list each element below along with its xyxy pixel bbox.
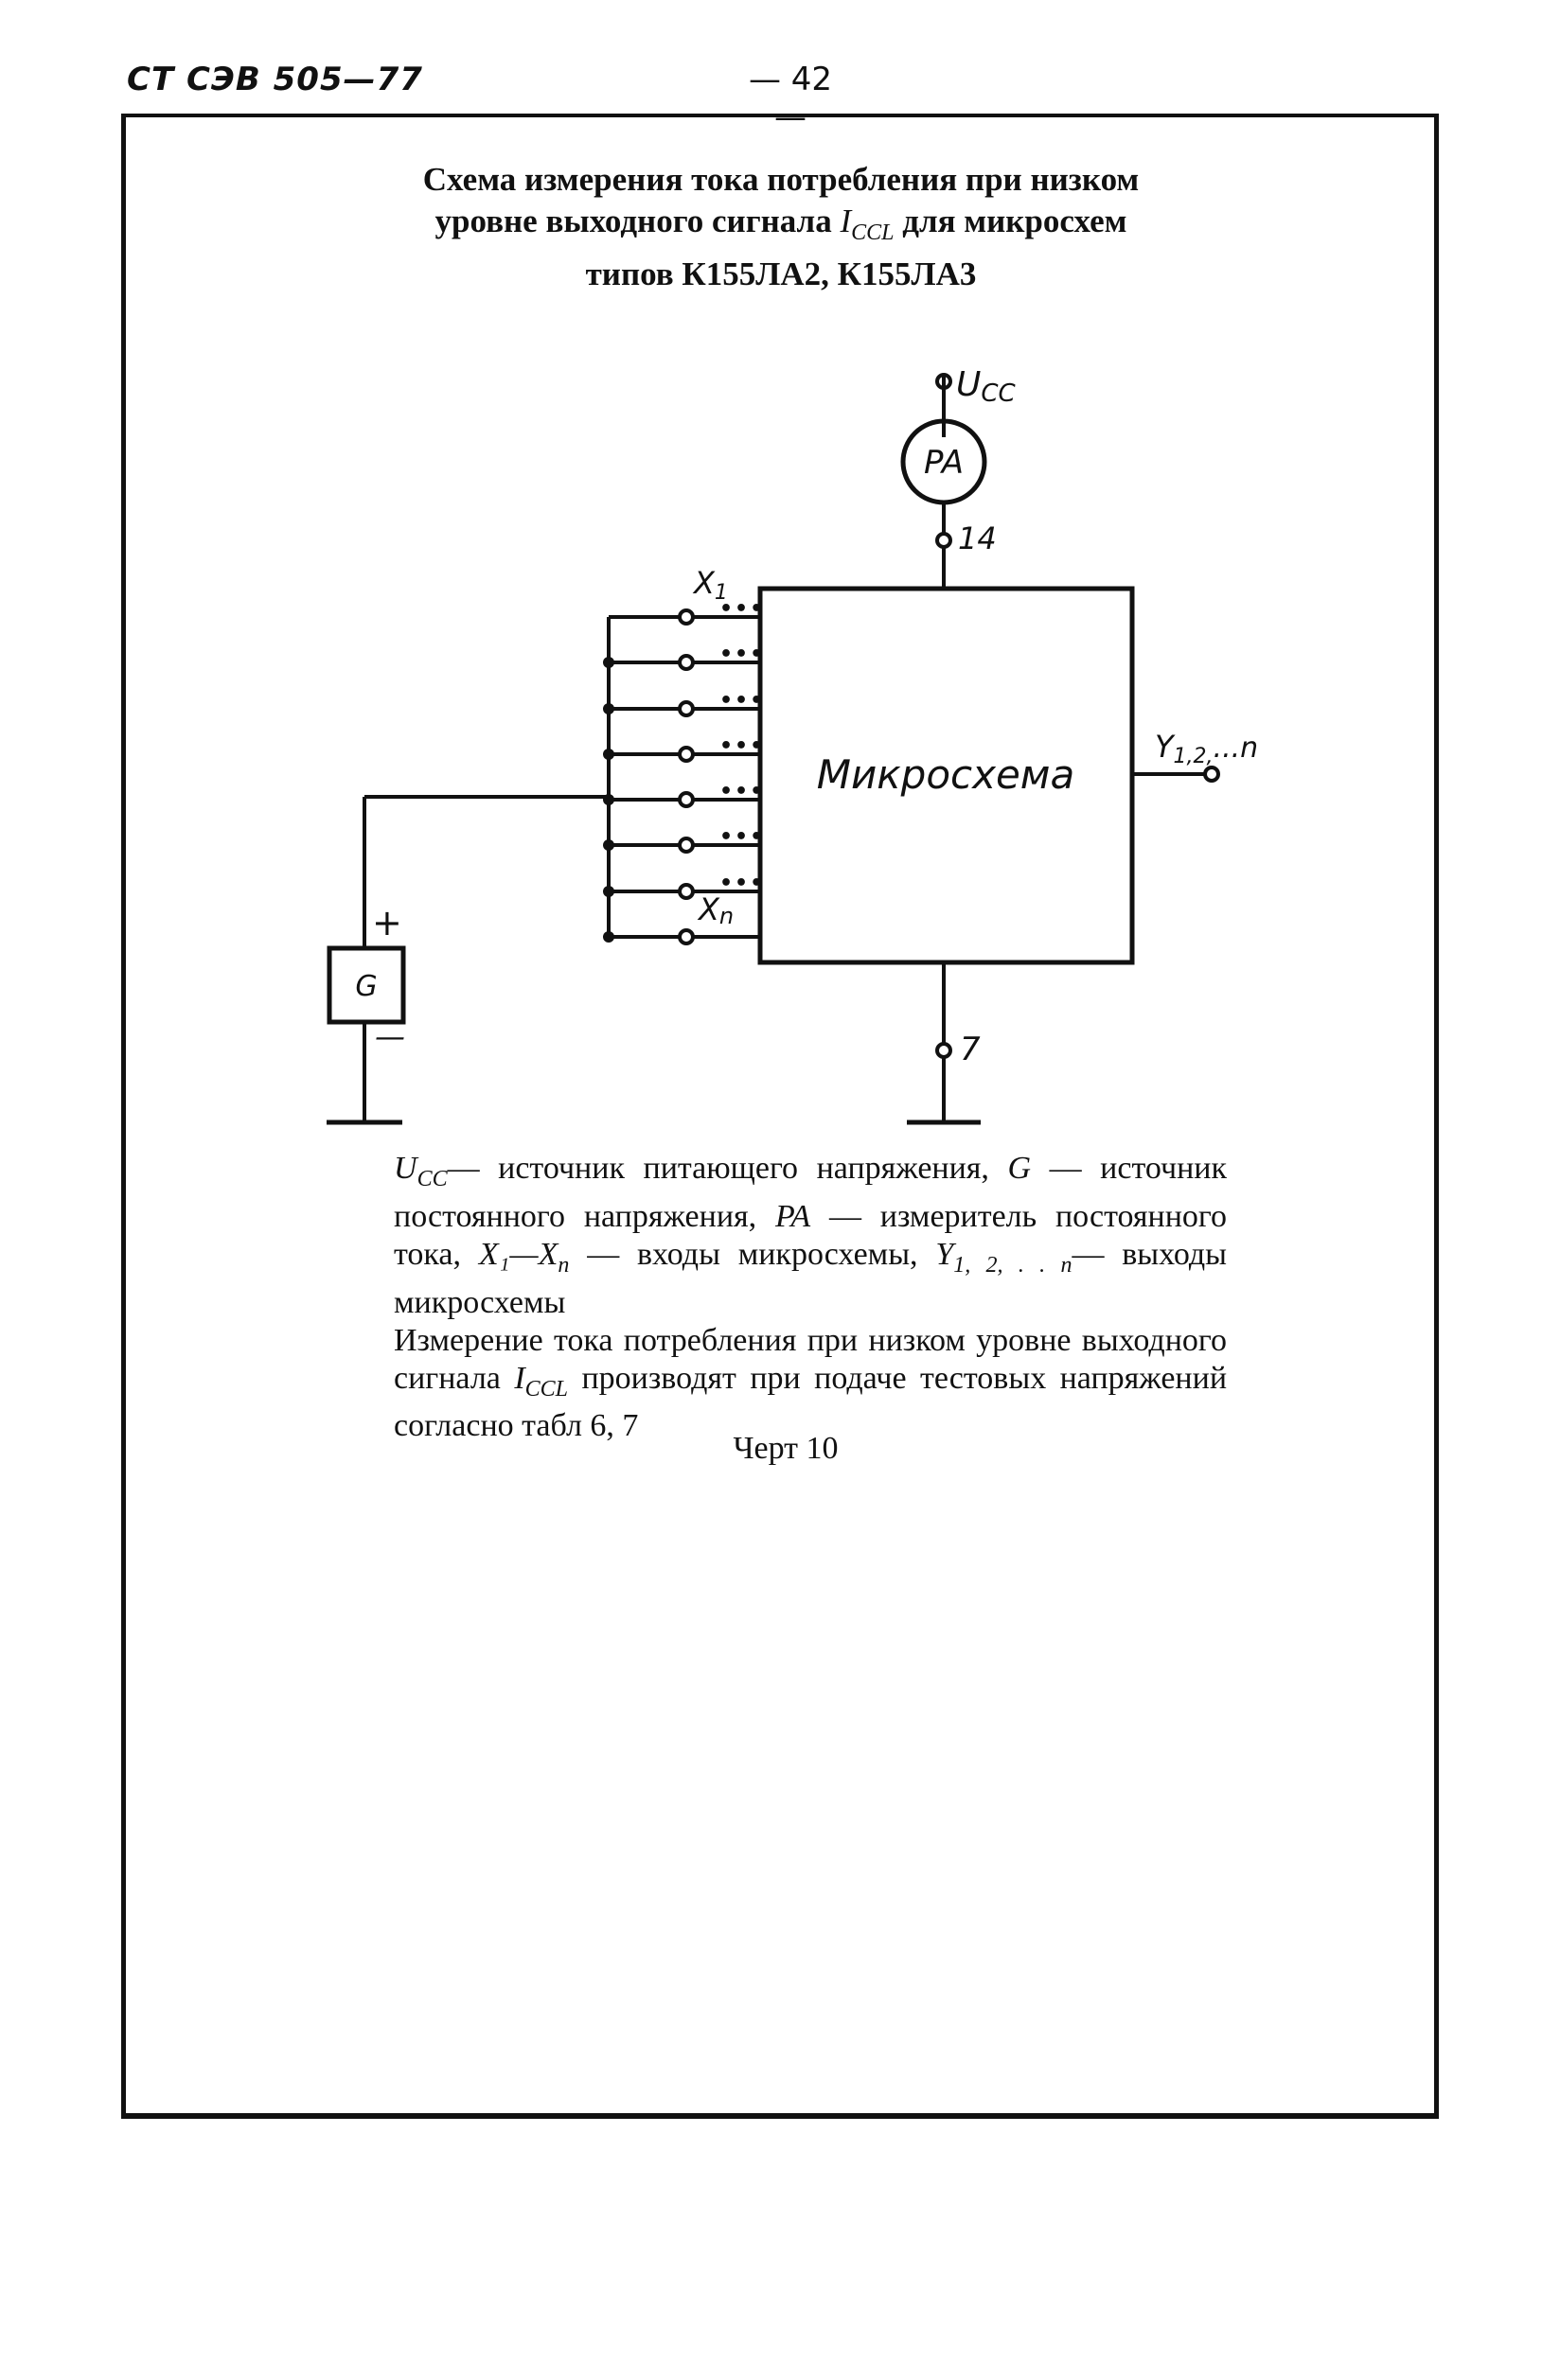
frame-border-right (1434, 114, 1439, 2118)
output-terminal (1203, 766, 1220, 783)
supply-terminal (935, 373, 952, 390)
legend-y-text: — выходы микросхемы (394, 1236, 1228, 1320)
pin-14-terminal (935, 532, 952, 549)
input-terminal (678, 837, 695, 854)
input-x1-label: X1 (692, 565, 728, 605)
legend-note-end: производят при подаче тестовых напряжени… (394, 1360, 1228, 1444)
input-terminal (678, 928, 695, 945)
input-dots: ••• (719, 825, 765, 849)
input-terminal (678, 791, 695, 808)
legend-measurement-note: Измерение тока потребления при низком ур… (394, 1322, 1227, 1446)
frame-border-left (121, 114, 126, 2118)
title-current-symbol: I (840, 203, 852, 239)
title-current-subscript: CCL (851, 220, 895, 245)
legend-x-text: — входы микросхемы, (569, 1236, 936, 1272)
legend-pa-text: — измеритель постоянного тока, (394, 1198, 1227, 1272)
legend-ucc-symbol: U (394, 1151, 417, 1186)
pin-7-terminal (935, 1042, 952, 1059)
generator-minus-sign: — (375, 1018, 405, 1054)
legend-definitions: UCC— источник питающего напряжения, G — … (394, 1150, 1227, 1322)
generator-plus-sign: + (372, 902, 402, 943)
diagram-legend: UCC— источник питающего напряжения, G — … (394, 1150, 1227, 1445)
legend-g-text: — источник постоянного напряжения, (394, 1151, 1228, 1234)
document-standard-code: СТ СЭВ 505—77 (127, 61, 423, 98)
input-dots: ••• (719, 689, 765, 713)
legend-x-range: X₁—X (478, 1236, 558, 1272)
title-line-2: уровне выходного сигнала ICCL для микрос… (312, 201, 1250, 254)
pin-7-label: 7 (960, 1031, 981, 1068)
input-terminal (678, 700, 695, 717)
legend-note-text: Измерение тока потребления при низком ур… (394, 1322, 1227, 1396)
input-terminal (678, 883, 695, 900)
legend-y-symbol: Y (935, 1236, 954, 1272)
figure-caption: Черт 10 (733, 1431, 839, 1466)
legend-note-subscript: CCL (524, 1376, 569, 1402)
chip-label: Микросхема (817, 751, 1074, 798)
input-lines: ••• ••• ••• ••• ••• ••• ••• (603, 597, 765, 945)
bus-junction-dot (603, 886, 614, 897)
title-line-1: Схема измерения тока потребления при низ… (422, 161, 1140, 198)
circuit-diagram: ••• ••• ••• ••• ••• ••• ••• UCC PA 14 7 Микрос… (327, 365, 1258, 1125)
bus-junction-dot (603, 657, 614, 668)
input-dots: ••• (719, 872, 765, 895)
legend-y-subscript: 1, 2, . . n (953, 1252, 1072, 1278)
bus-junction-dot (603, 749, 614, 760)
title-line-3: типов К155ЛА2, К155ЛА3 (585, 256, 977, 292)
bus-junction-dot (603, 794, 614, 805)
input-dots: ••• (719, 643, 765, 666)
frame-border-bottom (121, 2113, 1439, 2119)
input-terminal (678, 654, 695, 671)
frame-border-top (121, 114, 1439, 117)
input-terminal (678, 608, 695, 626)
input-dots: ••• (719, 597, 765, 621)
page-number: — 42 — (748, 61, 833, 136)
pin-14-label: 14 (958, 520, 997, 556)
figure-title: Схема измерения тока потребления при низ… (312, 159, 1250, 295)
input-terminal (678, 746, 695, 763)
title-line-2-text: уровне выходного сигнала (434, 203, 841, 239)
bus-junction-dot (603, 839, 614, 851)
supply-label: UCC (956, 365, 1017, 408)
generator-label: G (355, 970, 377, 1003)
bus-junction-dot (603, 931, 614, 943)
legend-ucc-text: — источник питающего напряжения, (447, 1151, 1008, 1186)
legend-ucc-subscript: CC (417, 1166, 448, 1191)
legend-note-symbol: I (514, 1360, 525, 1396)
output-label: Y1,2,...n (1155, 729, 1258, 768)
ammeter-label: PA (924, 444, 964, 482)
input-dots: ••• (719, 734, 765, 758)
input-dots: ••• (719, 780, 765, 803)
bus-junction-dot (603, 703, 614, 714)
legend-pa-symbol: PA (775, 1198, 811, 1234)
title-line-2-end: для микросхем (894, 203, 1127, 239)
input-xn-label: Xn (697, 891, 734, 929)
legend-x-subscript: n (558, 1252, 570, 1278)
legend-g-symbol: G (1007, 1151, 1032, 1186)
